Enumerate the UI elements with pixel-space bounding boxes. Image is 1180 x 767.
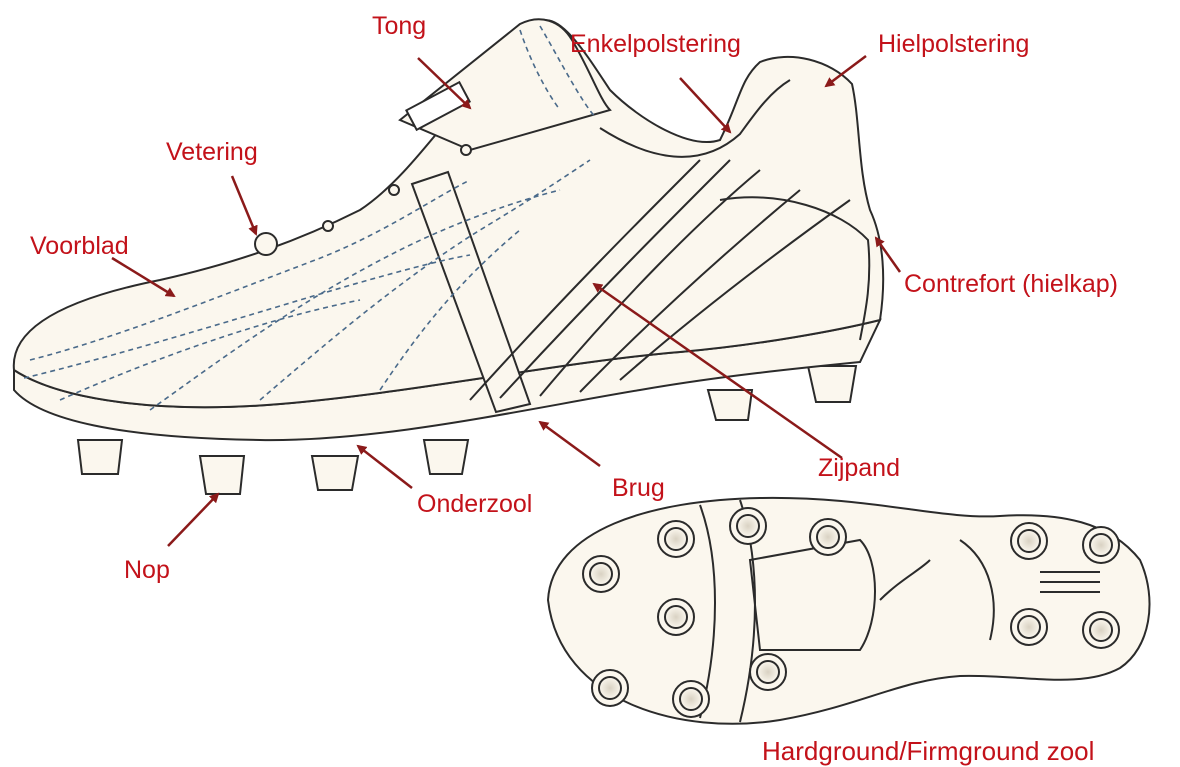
sole-bottom-view	[548, 498, 1150, 724]
label-vetering: Vetering	[166, 140, 258, 165]
label-nop: Nop	[124, 558, 170, 583]
label-voorblad: Voorblad	[30, 234, 129, 259]
label-contrefort: Contrefort (hielkap)	[904, 272, 1118, 297]
arrow-enkelpolstering	[680, 78, 730, 132]
arrow-vetering	[232, 176, 256, 234]
arrow-brug	[540, 422, 600, 466]
boot-side-view	[14, 19, 883, 494]
label-onderzool: Onderzool	[417, 492, 532, 517]
arrow-nop	[168, 494, 218, 546]
label-hielpolstering: Hielpolstering	[878, 32, 1029, 57]
label-brug: Brug	[612, 476, 665, 501]
label-enkelpolstering: Enkelpolstering	[570, 32, 741, 57]
sole-outline	[548, 498, 1150, 724]
lace-knot	[255, 233, 277, 255]
arrow-onderzool	[358, 446, 412, 488]
caption-sole: Hardground/Firmground zool	[762, 738, 1094, 764]
label-zijpand: Zijpand	[818, 456, 900, 481]
label-tong: Tong	[372, 14, 426, 39]
